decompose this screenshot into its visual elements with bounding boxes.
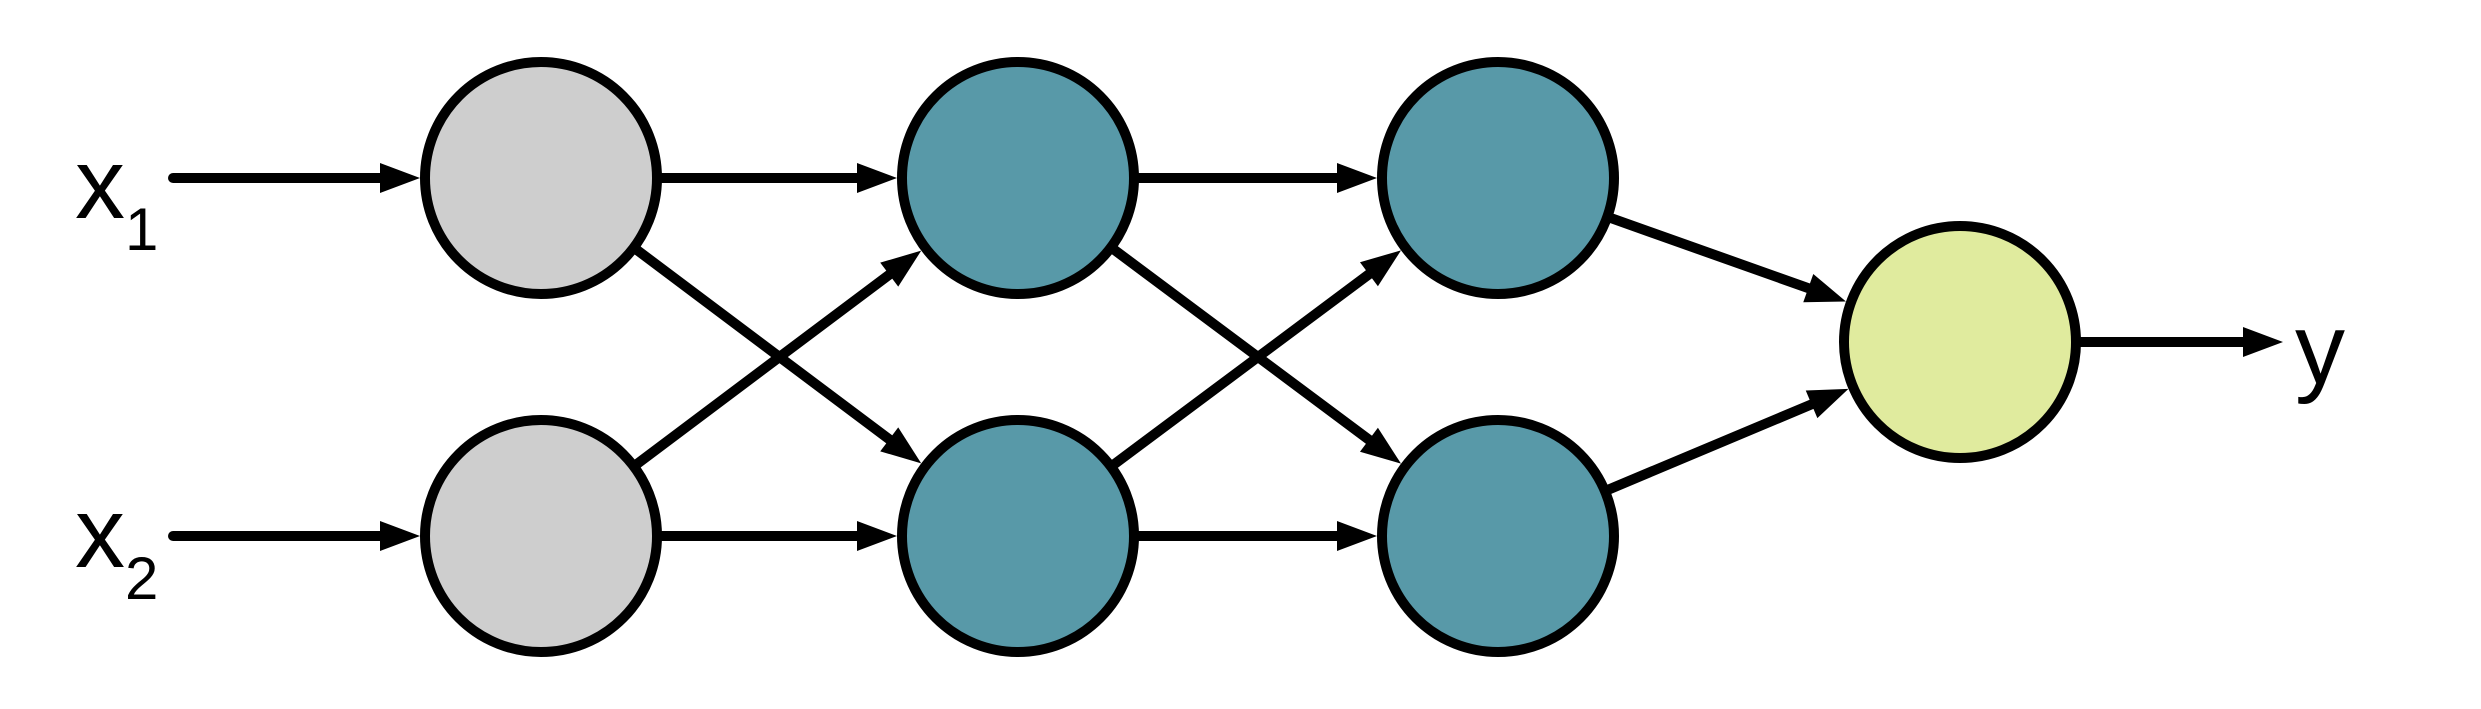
edge-h22-out-line: [1599, 398, 1819, 497]
input-label-x1: x1: [75, 128, 158, 263]
input-label-x2: x2: [75, 477, 158, 612]
edge-h12-h22: [1128, 521, 1377, 551]
edge-i2-h12-arrowhead-icon: [857, 521, 897, 551]
edges-layer: [168, 163, 2283, 551]
edge-h11-h22-line: [1105, 241, 1376, 446]
output-arrow-arrowhead-icon: [2243, 327, 2283, 357]
hidden2-node-2: [1377, 415, 1619, 657]
edge-i2-h11: [627, 250, 922, 472]
edge-i1-h12-arrowhead-icon: [880, 427, 922, 464]
edge-i2-h12: [651, 521, 897, 551]
edge-i1-h11: [651, 163, 897, 193]
edge-h11-h22: [1105, 241, 1402, 464]
edge-h22-out: [1599, 388, 1849, 497]
edge-h21-out-line: [1601, 211, 1816, 294]
input-arrow-1-arrowhead-icon: [380, 163, 420, 193]
edge-h11-h22-arrowhead-icon: [1359, 427, 1402, 464]
output-label-y: y: [2295, 293, 2345, 405]
edge-h12-h22-arrowhead-icon: [1337, 521, 1377, 551]
edge-i2-h11-line: [627, 268, 896, 472]
edge-h21-out: [1601, 211, 1846, 303]
input-node-1: [420, 57, 662, 299]
edge-i2-h11-arrowhead-icon: [880, 250, 922, 287]
edge-h11-h21: [1128, 163, 1377, 193]
input-arrow-1: [168, 163, 420, 193]
edge-i1-h11-arrowhead-icon: [857, 163, 897, 193]
edge-h12-h21: [1105, 250, 1402, 473]
hidden1-node-2: [897, 415, 1139, 657]
edge-h12-h21-line: [1105, 268, 1376, 473]
input-arrow-2: [168, 521, 420, 551]
edge-i1-h12-line: [627, 242, 896, 446]
edge-h12-h21-arrowhead-icon: [1359, 250, 1402, 287]
input-node-2: [420, 415, 662, 657]
hidden1-node-1: [897, 57, 1139, 299]
edge-i1-h12: [627, 242, 922, 464]
edge-h21-out-arrowhead-icon: [1803, 274, 1846, 303]
nodes-layer: [420, 57, 2081, 657]
output-arrow: [2070, 327, 2283, 357]
edge-h22-out-arrowhead-icon: [1805, 388, 1849, 419]
labels-layer: x1 x2 y: [75, 128, 2345, 612]
input-arrow-2-arrowhead-icon: [380, 521, 420, 551]
hidden2-node-1: [1377, 57, 1619, 299]
output-node: [1839, 221, 2081, 463]
edge-h11-h21-arrowhead-icon: [1337, 163, 1377, 193]
